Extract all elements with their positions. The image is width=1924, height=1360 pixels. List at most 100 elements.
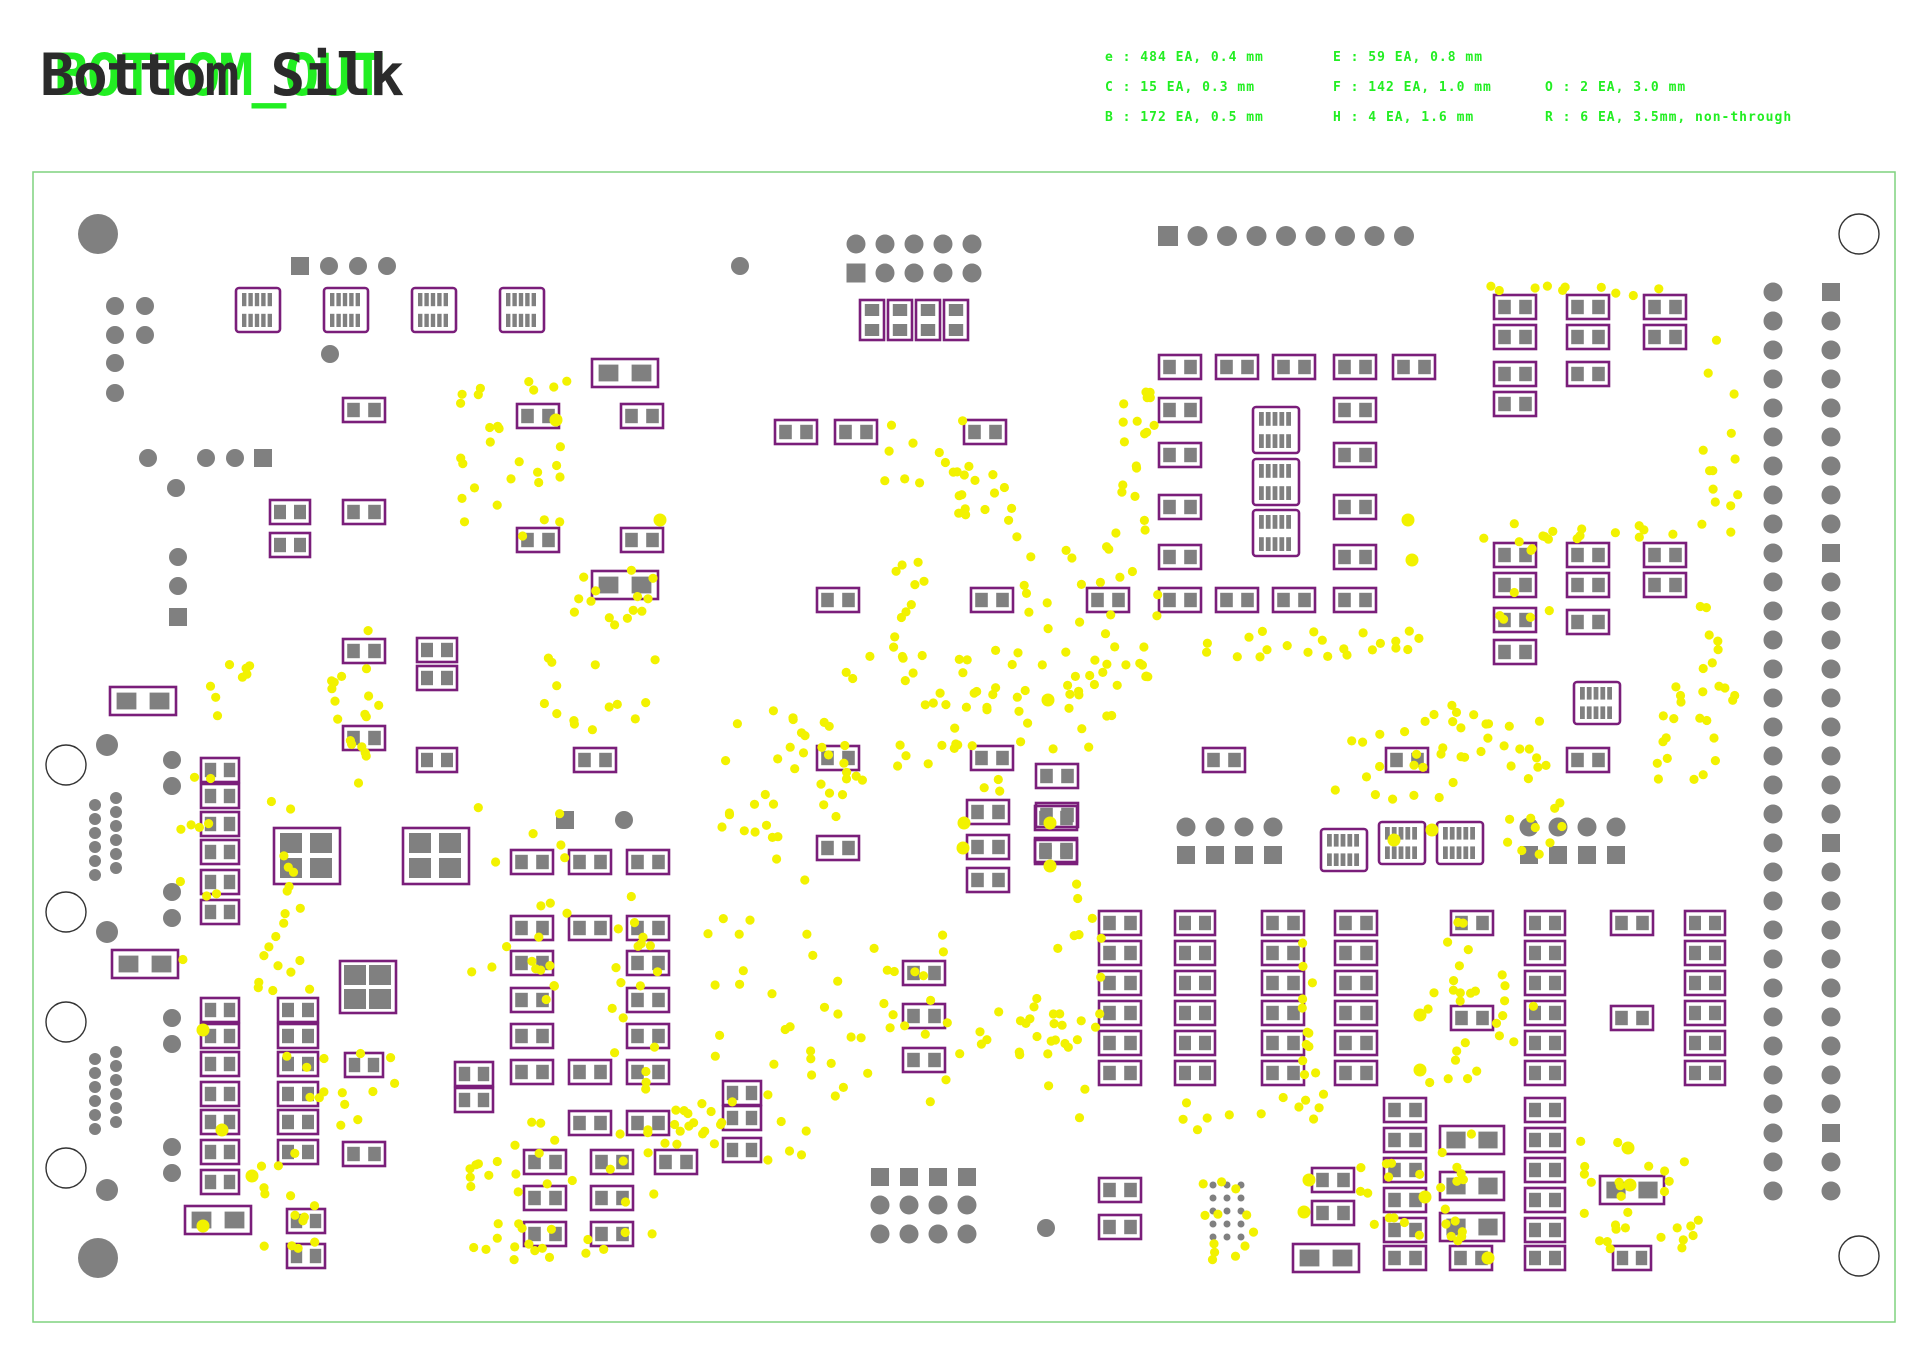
pad	[1163, 447, 1176, 463]
silk-outline	[509, 1022, 555, 1050]
pad	[1339, 915, 1352, 931]
via	[1198, 1179, 1208, 1189]
pad	[1529, 1035, 1541, 1051]
via	[1710, 497, 1720, 507]
via	[833, 976, 843, 986]
via-large	[215, 1123, 229, 1137]
via	[611, 963, 621, 973]
via	[629, 918, 640, 928]
smd-two-pad	[567, 848, 613, 876]
via	[1014, 1047, 1024, 1057]
via	[1443, 937, 1453, 947]
via	[768, 799, 779, 809]
silk-outline	[272, 826, 342, 886]
pin	[1276, 226, 1296, 246]
pad	[652, 1115, 665, 1131]
pin	[957, 1224, 977, 1244]
via	[1453, 917, 1463, 928]
pad	[261, 313, 266, 327]
via-large	[1413, 1063, 1427, 1077]
smd-two-pad	[1642, 571, 1688, 599]
smd-two-pad	[199, 1080, 241, 1108]
via	[1729, 389, 1739, 399]
pin	[163, 909, 181, 927]
pin	[320, 257, 338, 275]
pad	[1359, 447, 1372, 463]
pad	[424, 293, 429, 307]
via	[473, 803, 483, 813]
pad	[515, 854, 528, 870]
pad	[992, 804, 1005, 820]
silk-outline	[1291, 1242, 1361, 1274]
pad	[1529, 975, 1541, 991]
pad	[242, 293, 247, 307]
via	[671, 1105, 681, 1115]
header-pin	[1821, 1094, 1841, 1114]
via	[650, 655, 660, 665]
smd-two-pad	[942, 298, 970, 342]
via	[1367, 645, 1377, 655]
via	[1004, 515, 1014, 525]
via	[958, 416, 968, 426]
pad	[1449, 846, 1455, 859]
pin	[1223, 1207, 1231, 1215]
via	[938, 947, 949, 957]
pad	[1709, 975, 1721, 991]
via	[1639, 525, 1649, 535]
silk-outline	[322, 286, 370, 334]
pad	[1388, 1192, 1401, 1208]
via	[1669, 714, 1679, 724]
via	[1019, 580, 1029, 591]
via-large	[1043, 816, 1057, 830]
pin	[106, 297, 124, 315]
via	[749, 799, 760, 809]
pad	[1339, 945, 1352, 961]
via	[1495, 611, 1505, 621]
drill-legend-entry: F : 142 EA, 1.0 mm	[1333, 80, 1492, 95]
silk-outline	[199, 996, 241, 1024]
header-pin	[1821, 920, 1841, 940]
via	[1007, 503, 1017, 513]
via	[846, 1032, 856, 1042]
via	[1526, 545, 1536, 556]
via	[1278, 1092, 1288, 1103]
smd-two-pad	[1565, 571, 1611, 599]
smd-two-pad	[1523, 1216, 1567, 1244]
via	[833, 1009, 843, 1019]
pad	[1360, 975, 1373, 991]
via	[1200, 1210, 1210, 1220]
via	[910, 580, 920, 590]
pad	[1272, 515, 1278, 529]
via	[1611, 288, 1621, 298]
pad	[1333, 834, 1339, 847]
via	[1679, 1157, 1689, 1167]
pad	[1091, 592, 1104, 608]
pad	[1529, 1250, 1541, 1266]
pad	[573, 1115, 586, 1131]
via	[493, 421, 503, 431]
via	[1400, 727, 1410, 737]
smd-two-pad	[969, 744, 1015, 772]
pad	[409, 833, 431, 853]
pad	[1220, 592, 1233, 608]
silk-outline	[1260, 909, 1306, 937]
pad	[515, 992, 528, 1008]
smd-two-pad	[343, 1051, 385, 1079]
pad	[1498, 396, 1511, 412]
silk-outline	[1492, 638, 1538, 666]
smd-two-pad	[1523, 1244, 1567, 1272]
via	[1414, 633, 1424, 644]
pin	[1606, 817, 1626, 837]
via	[1076, 1016, 1086, 1026]
via-large	[1413, 1008, 1427, 1022]
pad	[1689, 975, 1701, 991]
smd-two-pad	[1173, 1029, 1217, 1057]
via	[856, 1033, 866, 1043]
pad	[1241, 359, 1254, 375]
pad	[1443, 846, 1448, 859]
pad	[1615, 915, 1628, 931]
pin	[89, 869, 101, 881]
pin	[89, 813, 101, 825]
pad	[1478, 1177, 1498, 1195]
pad	[1266, 1035, 1279, 1051]
